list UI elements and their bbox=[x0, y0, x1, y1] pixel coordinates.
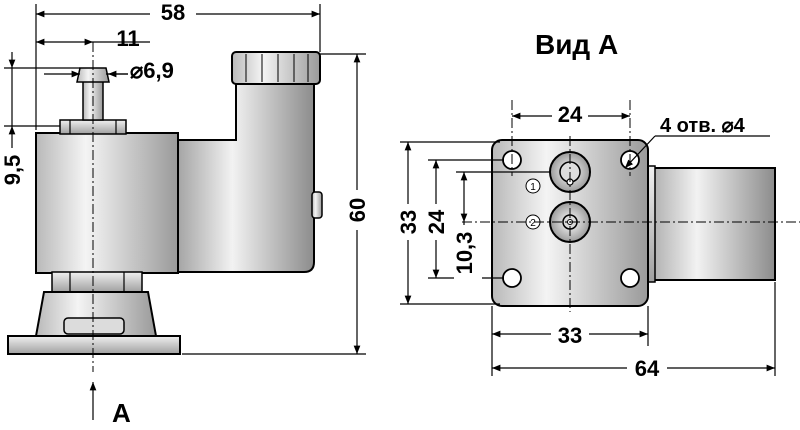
view-arrow-a: A bbox=[89, 382, 131, 428]
label-overall-length: 64 bbox=[635, 356, 660, 381]
label-holes-note: 4 отв. ⌀4 bbox=[660, 115, 746, 137]
label-fitting-diameter: ⌀6,9 bbox=[130, 58, 174, 83]
dim-overall-length: 64 bbox=[492, 282, 776, 381]
connector-housing bbox=[177, 77, 315, 273]
end-view-title: Вид А bbox=[535, 29, 618, 60]
port-1-number: 1 bbox=[530, 182, 536, 193]
dim-fitting-height: 9,5 bbox=[0, 52, 80, 185]
port-1-label: 1 bbox=[525, 178, 541, 194]
label-hole-spacing-top: 24 bbox=[558, 102, 583, 127]
bottom-nut bbox=[51, 271, 143, 293]
label-hole-spacing-vertical: 24 bbox=[424, 209, 449, 234]
connector-cap bbox=[231, 51, 321, 85]
dim-fitting-diameter: ⌀6,9 bbox=[44, 58, 174, 83]
end-view: Вид А 1 2 bbox=[393, 29, 800, 381]
dim-port-spacing: 10,3 bbox=[452, 171, 550, 281]
side-view: 58 11 ⌀6,9 9,5 60 bbox=[0, 0, 373, 428]
pedestal-slot bbox=[63, 317, 125, 335]
label-view-marker: A bbox=[112, 398, 131, 428]
dim-flange-height: 33 bbox=[393, 141, 500, 305]
label-flange-width: 33 bbox=[558, 323, 582, 348]
coil-body bbox=[644, 167, 776, 281]
dim-fitting-offset: 11 bbox=[36, 26, 150, 51]
dim-overall-height: 60 bbox=[182, 53, 373, 355]
label-overall-height: 60 bbox=[345, 198, 370, 222]
label-overall-width: 58 bbox=[161, 0, 185, 25]
note-holes: 4 отв. ⌀4 bbox=[624, 115, 770, 169]
label-port-spacing: 10,3 bbox=[452, 232, 477, 275]
dim-hole-spacing-vertical: 24 bbox=[421, 159, 504, 279]
base-flange bbox=[7, 335, 181, 355]
label-fitting-height: 9,5 bbox=[0, 155, 25, 186]
port-2-number: 2 bbox=[530, 218, 536, 229]
connector-screw bbox=[311, 191, 323, 219]
dim-hole-spacing-top: 24 bbox=[512, 100, 630, 127]
knurl-lines bbox=[245, 54, 309, 82]
mounting-hole-br bbox=[620, 268, 640, 288]
mounting-hole-bl bbox=[502, 268, 522, 288]
label-flange-height: 33 bbox=[396, 210, 421, 234]
label-fitting-offset: 11 bbox=[116, 26, 139, 51]
valve-body bbox=[35, 132, 179, 274]
dim-overall-width: 58 bbox=[35, 0, 321, 130]
dim-flange-width: 33 bbox=[491, 306, 649, 376]
